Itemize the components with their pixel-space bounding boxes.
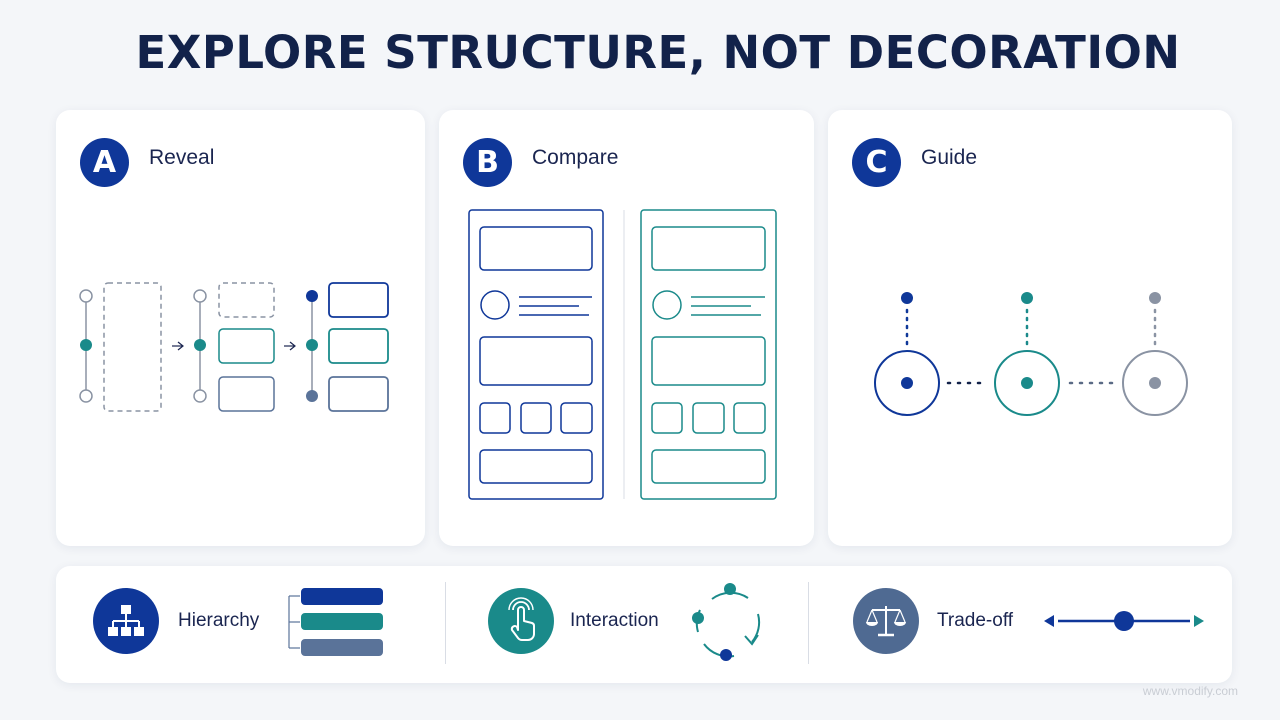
strip-label: Trade-off: [937, 610, 1014, 631]
guide-step-1: [874, 292, 940, 416]
reveal-stage-1: [79, 282, 162, 412]
wireframe-right: [640, 209, 777, 500]
cycle-icon: [692, 583, 761, 661]
card-badge: C: [852, 138, 901, 187]
card-badge: A: [80, 138, 129, 187]
card-label: Compare: [532, 146, 619, 169]
wireframe-left: [468, 209, 604, 500]
org-chart-icon: [93, 588, 159, 654]
interaction-item: Interaction: [446, 566, 808, 683]
card-label: Guide: [921, 146, 978, 169]
slider-icon: [1044, 611, 1204, 631]
guide-step-3: [1122, 292, 1188, 416]
guide-diagram: [874, 292, 1188, 416]
card-label: Reveal: [149, 146, 215, 169]
card-compare: B Compare: [439, 110, 814, 546]
tap-hand-icon: [488, 588, 554, 654]
reveal-stage-2: [193, 282, 275, 412]
stacked-bars-icon: [288, 588, 383, 656]
balance-scale-icon: [853, 588, 919, 654]
card-badge: B: [463, 138, 512, 187]
hierarchy-item: Hierarchy: [56, 566, 446, 683]
divider: [808, 582, 809, 664]
card-reveal: A Reveal: [56, 110, 425, 546]
strip-label: Hierarchy: [178, 610, 260, 631]
guide-step-2: [994, 292, 1060, 416]
reveal-diagram: [79, 282, 389, 412]
strip-label: Interaction: [570, 610, 659, 631]
bottom-strip: Hierarchy Interaction: [56, 566, 1232, 683]
card-guide: C Guide: [828, 110, 1232, 546]
reveal-stage-3: [306, 282, 389, 412]
compare-diagram: [468, 209, 777, 500]
tradeoff-item: Trade-off: [808, 566, 1232, 683]
page-title: EXPLORE STRUCTURE, NOT DECORATION: [135, 26, 1181, 79]
arrow-icon: [172, 341, 184, 351]
divider: [445, 582, 446, 664]
watermark: www.vmodify.com: [1142, 684, 1238, 698]
arrow-icon: [284, 341, 296, 351]
